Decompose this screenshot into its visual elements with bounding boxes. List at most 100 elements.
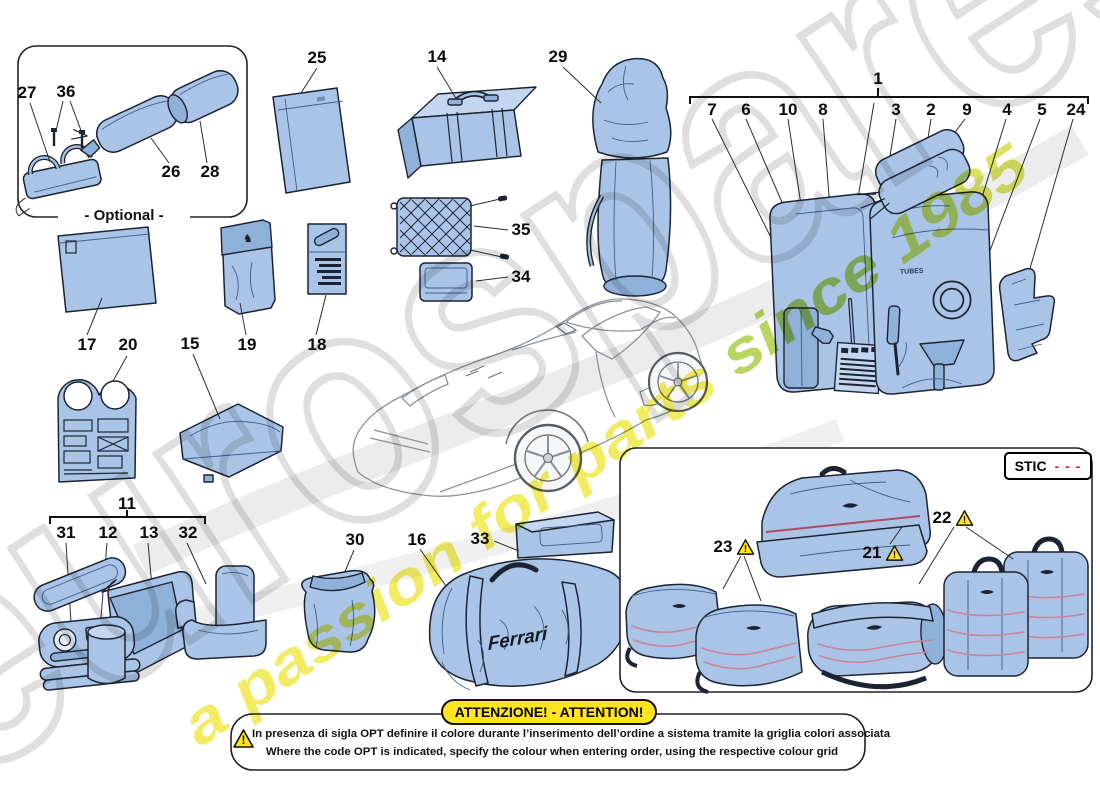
part-callout-26: 26 [162,162,181,182]
warning-triangle-icon: ! [736,539,755,555]
part-number: 12 [98,523,118,542]
part-callout-28: 28 [201,162,220,182]
document-folder [272,67,351,194]
part-callout-24: 24 [1067,100,1086,120]
tyre-kit-group [33,510,376,691]
part-number: 15 [180,334,200,353]
part-number: 16 [407,530,427,549]
part-callout-25: 25 [308,48,327,68]
part-number: 14 [427,47,447,66]
part-number: 34 [511,267,531,286]
part-number: 36 [56,82,76,101]
part-callout-10: 10 [779,100,798,120]
part-callout-12: 12 [99,523,118,543]
part-callout-21: 21! [863,543,904,563]
small-case [419,262,509,302]
suitcase-medium [943,556,1029,677]
part-number: 18 [307,335,327,354]
part-number: 26 [161,162,181,181]
part-callout-19: 19 [238,335,257,355]
tubes-label: TUBES [900,268,924,276]
roll-bag [807,601,948,690]
part-number: 7 [707,100,717,119]
part-number: 32 [178,523,198,542]
part-number: 10 [778,100,798,119]
part-callout-33: 33 [471,529,490,549]
part-callout-3: 3 [891,100,900,120]
duffel-bag: Ferrari [419,548,629,691]
stic-box: STIC - - - [1004,452,1092,480]
part-number: 23 [713,537,733,556]
warning-triangle-icon: ! [955,510,974,526]
small-pouch [301,569,376,653]
attention-line-english: Where the code OPT is indicated, specify… [265,746,839,758]
part-number: 4 [1002,100,1012,119]
part-callout-7: 7 [707,100,716,120]
tool-roll-left-panel [769,193,885,395]
part-callout-9: 9 [962,100,971,120]
part-number: 9 [962,100,972,119]
part-callout-35: 35 [512,220,531,240]
tunnel-bag-medium [695,604,803,694]
part-number: 19 [237,335,257,354]
part-callout-31: 31 [57,523,76,543]
part-callout-36: 36 [57,82,76,102]
svg-text:!: ! [744,544,747,555]
optional-extinguisher-box [15,45,248,218]
part-callout-30: 30 [346,530,365,550]
slim-box [493,511,615,559]
plastic-bracket [998,267,1056,362]
part-number: 13 [139,523,159,542]
rear-wheel [647,351,709,413]
part-callout-5: 5 [1037,100,1046,120]
stic-dashes: - - - [1054,458,1082,474]
part-callout-2: 2 [926,100,935,120]
part-callout-27: 27 [18,83,37,103]
part-callout-29: 29 [549,47,568,67]
front-wheel [505,409,589,493]
part-number: 28 [200,162,220,181]
optional-leader-lines [29,100,208,164]
part-callout-15: 15 [181,334,200,354]
part-number: 21 [862,543,882,562]
part-number: 24 [1066,100,1086,119]
car-illustration [352,298,709,497]
garment-bag [756,466,931,578]
optional-label: - Optional - [58,207,190,224]
part-number: 3 [891,100,901,119]
part-number: 33 [470,529,490,548]
attention-line-italian: In presenza di sigla OPT definire il col… [252,728,891,740]
part-number: 1 [873,69,883,88]
part-number: 29 [548,47,568,66]
svg-text:!: ! [963,515,966,526]
part-number: 17 [77,335,97,354]
tool-bag [397,66,537,179]
part-callout-20: 20 [119,335,138,355]
part-callout-16: 16 [408,530,427,550]
svg-text:!: ! [242,733,246,747]
attention-warning-icon: ! [233,729,254,753]
part-callout-34: 34 [512,267,531,287]
document-envelope [57,226,157,336]
part-number: 27 [17,83,37,102]
part-number: 5 [1037,100,1047,119]
fuse-box [833,341,883,395]
part-number: 8 [818,100,828,119]
tool-roll-right-panel: TUBES [869,191,995,395]
part-number: 31 [56,523,76,542]
spark-plug-tool [811,326,834,345]
svg-text:!: ! [893,550,896,561]
part-callout-22: 22! [933,508,974,528]
tag-organizer [57,355,137,483]
canister-holder [174,565,267,660]
part-callout-17: 17 [78,335,97,355]
part-callout-23: 23! [714,537,755,557]
golf-bag [562,57,672,297]
part-callout-6: 6 [741,100,750,120]
part-callout-11: 11 [118,494,136,514]
instruction-card [307,223,347,336]
part-callout-13: 13 [140,523,159,543]
